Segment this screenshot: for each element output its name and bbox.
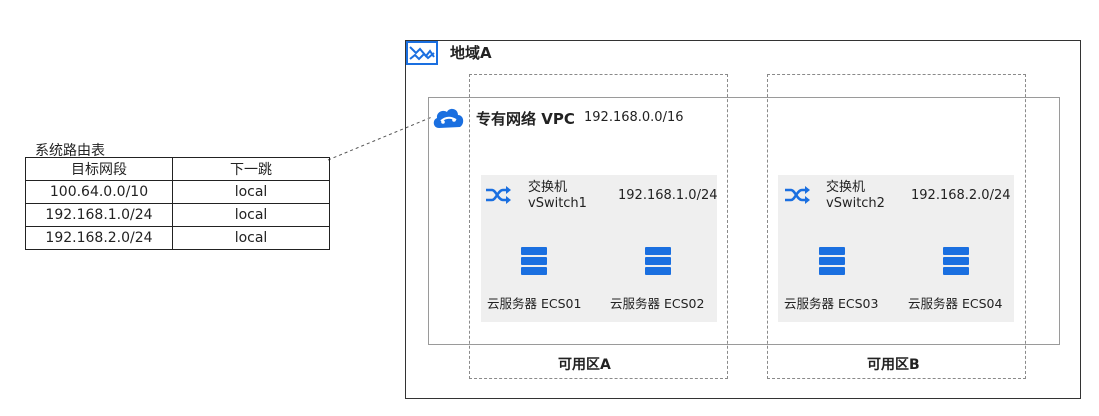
vswitch-2-box [778,175,1014,322]
route-table-header-dest: 目标网段 [25,157,173,181]
zone-b-box [767,74,1026,379]
vswitch-1-name-line1: 交换机 [528,180,568,195]
route-nexthop: local [172,226,330,250]
vpc-box [428,97,1060,345]
route-dest: 192.168.1.0/24 [25,203,173,227]
vswitch-2-cidr: 192.168.2.0/24 [911,188,1011,203]
table-row: 192.168.2.0/24 local [25,226,330,250]
vswitch-2-name-line2: vSwitch2 [826,196,885,211]
route-table-title: 系统路由表 [35,143,105,159]
server-icon [645,247,671,275]
route-dest: 100.64.0.0/10 [25,180,173,204]
region-flag-icon [406,41,438,65]
vpc-label: 专有网络 VPC [476,110,575,128]
vswitch-1-name-line2: vSwitch1 [528,196,587,211]
route-dest: 192.168.2.0/24 [25,226,173,250]
zone-a-label: 可用区A [558,357,611,373]
server-icon [943,247,969,275]
region-box [405,40,1081,399]
vswitch-1-box [481,175,717,322]
server-icon [819,247,845,275]
route-table: 目标网段 下一跳 100.64.0.0/10 local 192.168.1.0… [25,157,330,250]
ecs04-label: 云服务器 ECS04 [908,296,1003,311]
ecs02-label: 云服务器 ECS02 [610,296,705,311]
ecs03-label: 云服务器 ECS03 [784,296,879,311]
region-label: 地域A [450,44,492,62]
route-table-header-nexthop: 下一跳 [172,157,330,181]
vpc-cidr: 192.168.0.0/16 [584,110,684,125]
vswitch-2-name: 交换机 vSwitch2 [826,180,885,212]
ecs01-label: 云服务器 ECS01 [487,296,582,311]
zone-a-box [469,74,728,379]
switch-icon [486,186,511,204]
table-row: 100.64.0.0/10 local [25,180,330,204]
vswitch-1-cidr: 192.168.1.0/24 [618,188,718,203]
cloud-icon [433,108,464,128]
vswitch-2-name-line1: 交换机 [826,180,866,195]
zone-b-label: 可用区B [867,357,920,373]
switch-icon [785,186,810,204]
route-nexthop: local [172,203,330,227]
route-table-header-row: 目标网段 下一跳 [25,157,330,181]
server-icon [521,247,547,275]
vswitch-1-name: 交换机 vSwitch1 [528,180,587,212]
route-nexthop: local [172,180,330,204]
table-row: 192.168.1.0/24 local [25,203,330,227]
